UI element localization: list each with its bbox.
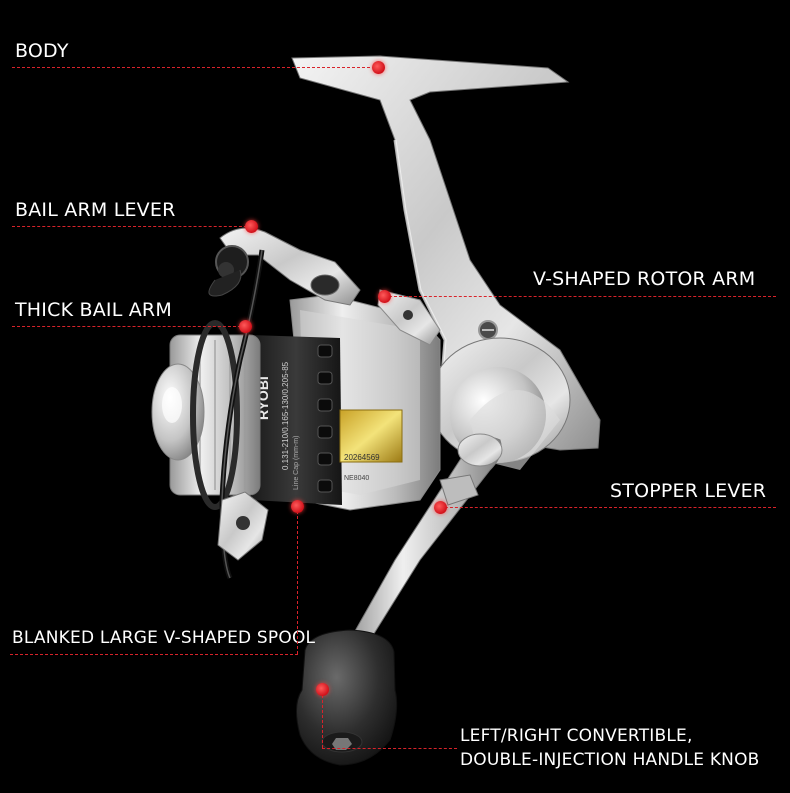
label-spool: BLANKED LARGE V-SHAPED SPOOL xyxy=(12,628,316,648)
callout-line-knob xyxy=(322,748,457,749)
callout-dot-spool xyxy=(291,500,304,513)
model-code-text: NE8040 xyxy=(344,475,369,482)
label-knob-line2: DOUBLE-INJECTION HANDLE KNOB xyxy=(460,750,760,770)
label-body: BODY xyxy=(15,40,69,62)
label-bail-arm-lever: BAIL ARM LEVER xyxy=(15,199,176,221)
serial-text: 20264569 xyxy=(344,453,380,462)
reel-capacity-caption: Line Cap (mm-m) xyxy=(293,436,300,490)
callout-dot-stopper-lever xyxy=(434,501,447,514)
callout-dot-knob xyxy=(316,683,329,696)
label-knob-line1: LEFT/RIGHT CONVERTIBLE, xyxy=(460,726,693,746)
label-thick-bail-arm: THICK BAIL ARM xyxy=(15,299,172,321)
callout-line-body xyxy=(12,67,380,68)
reel-capacity-text: 0.131-210/0.165-130/0.205-85 xyxy=(281,361,290,470)
callout-dot-v-shaped-rotor-arm xyxy=(378,290,391,303)
label-v-shaped-rotor-arm: V-SHAPED ROTOR ARM xyxy=(533,268,756,290)
label-stopper-lever: STOPPER LEVER xyxy=(610,480,767,502)
callout-dot-body xyxy=(372,61,385,74)
callout-line-bail-arm-lever xyxy=(12,226,252,227)
callout-vline-spool xyxy=(297,506,298,654)
callout-dot-bail-arm-lever xyxy=(245,220,258,233)
callout-vline-knob xyxy=(322,690,323,748)
callout-dot-thick-bail-arm xyxy=(239,320,252,333)
callout-line-thick-bail-arm xyxy=(12,326,246,327)
callout-line-v-shaped-rotor-arm xyxy=(384,296,776,297)
hologram-sticker xyxy=(339,409,403,463)
callout-line-spool xyxy=(10,654,298,655)
callout-line-stopper-lever xyxy=(440,507,776,508)
handle-knob xyxy=(296,629,398,766)
